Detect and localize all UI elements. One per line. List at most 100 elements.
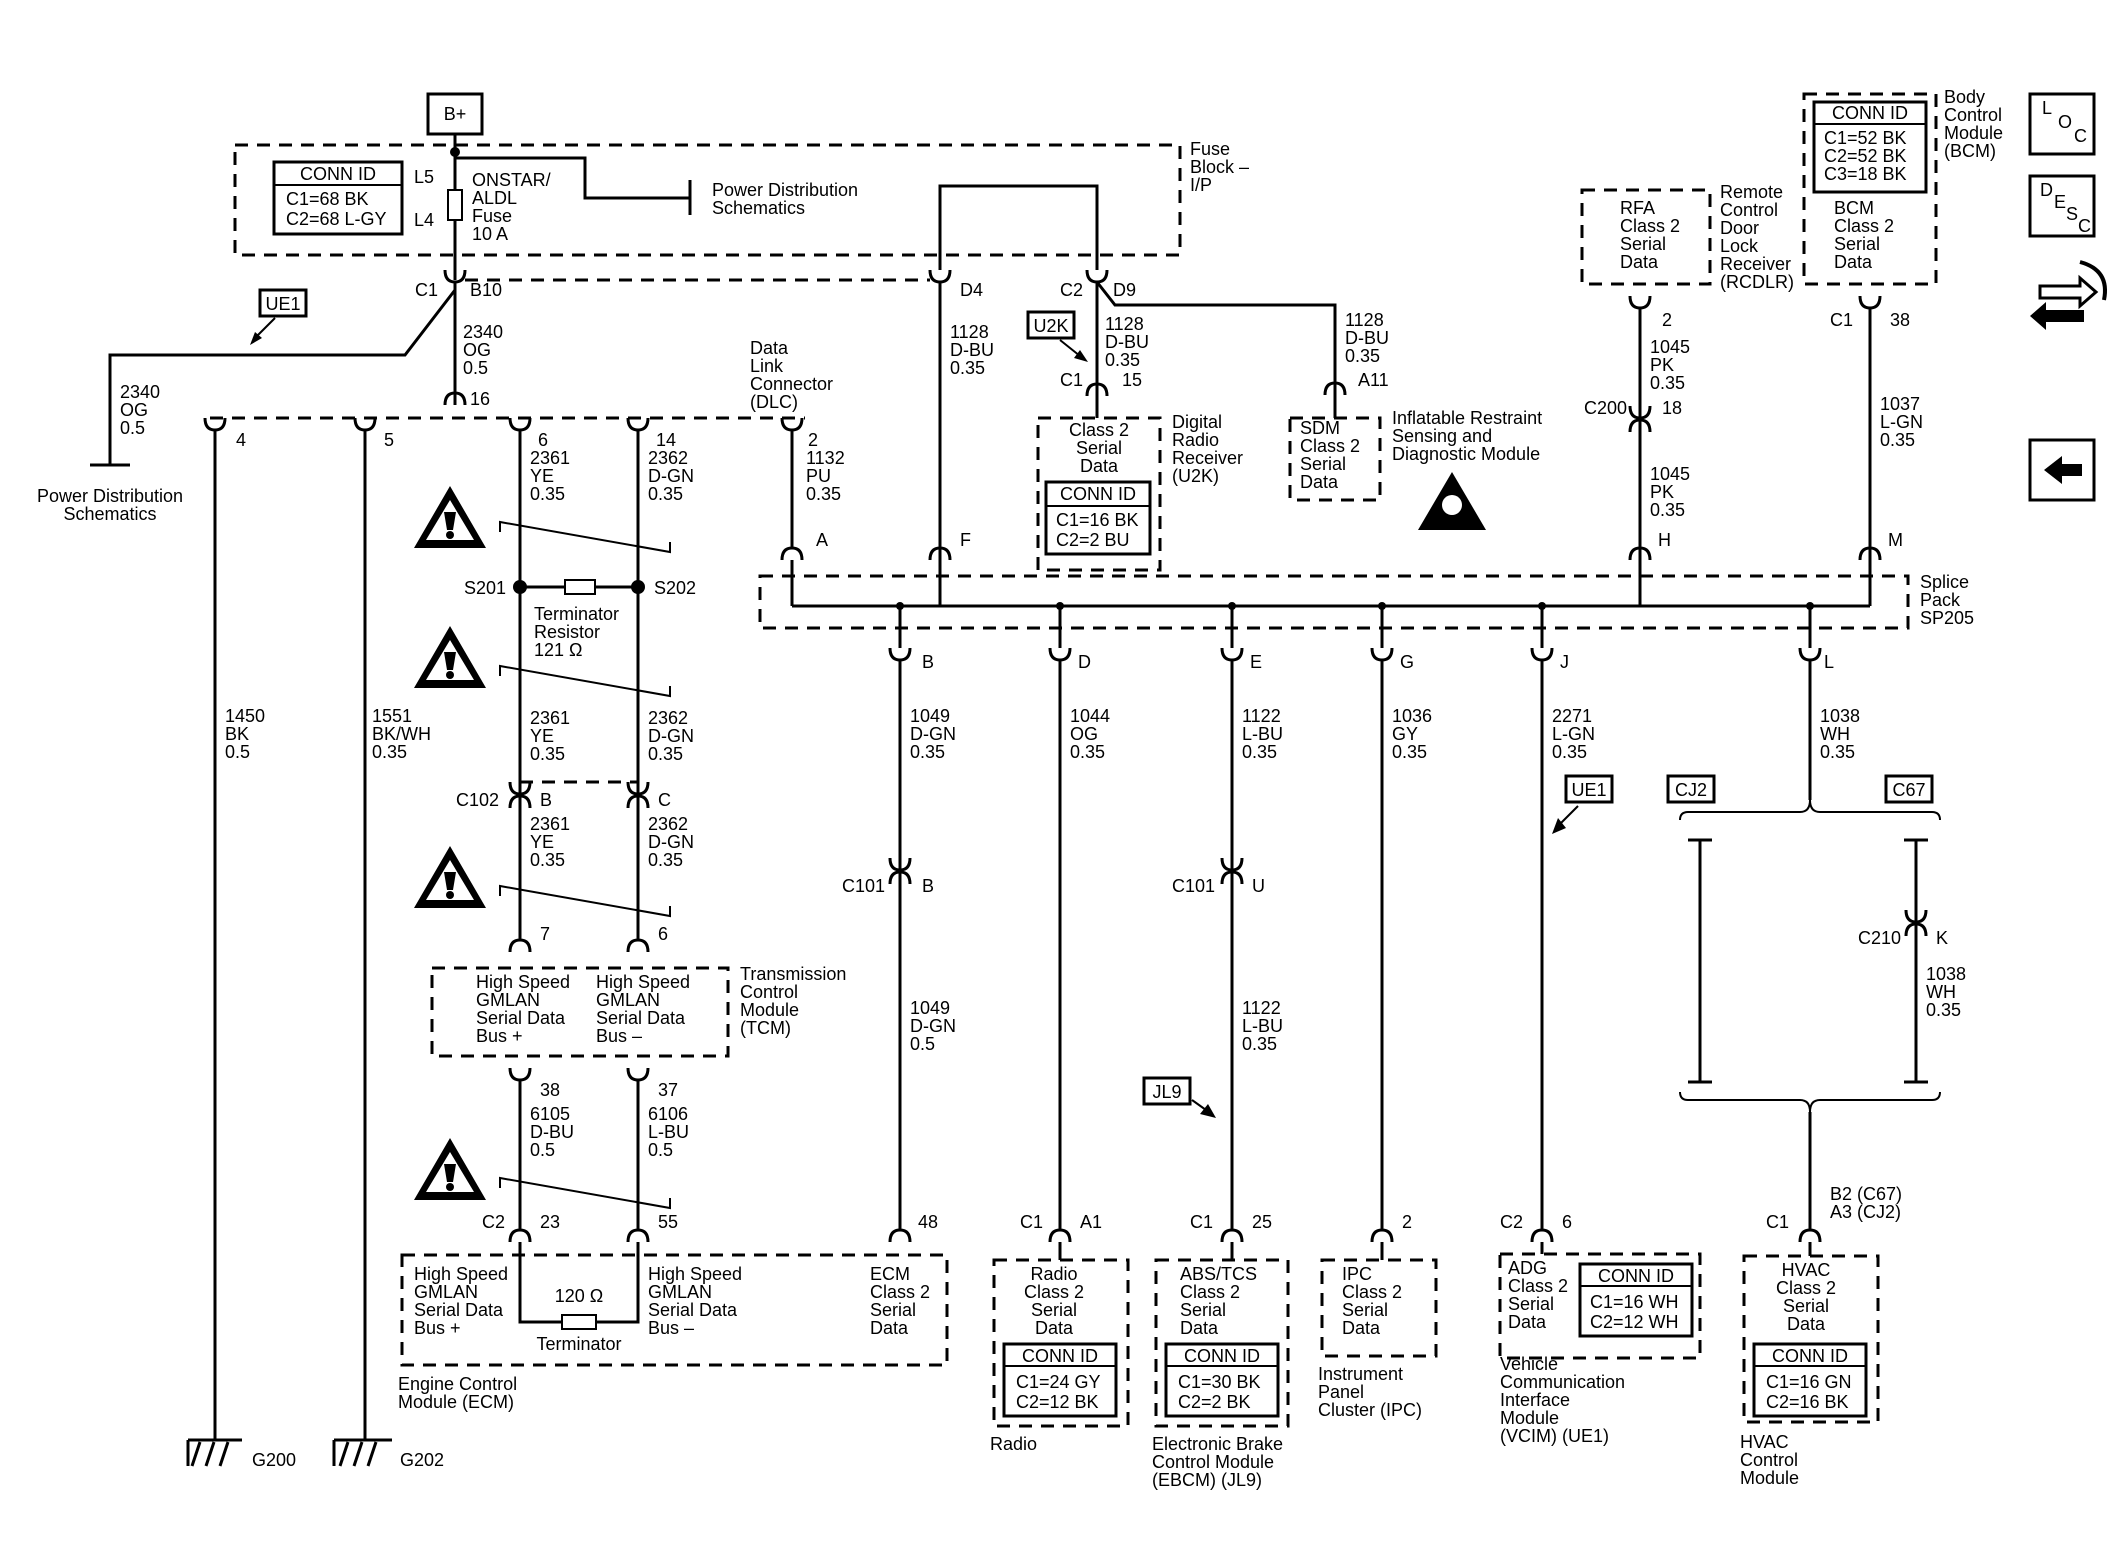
tag-ue1[interactable]	[258, 288, 308, 318]
svg-text:0.35: 0.35	[1392, 742, 1427, 762]
svg-text:Data: Data	[870, 1318, 909, 1338]
svg-text:S: S	[2066, 204, 2078, 224]
svg-text:C1=16 WH: C1=16 WH	[1590, 1292, 1679, 1312]
warning-icon	[414, 1138, 486, 1200]
svg-text:ALDL: ALDL	[472, 188, 517, 208]
svg-text:D-BU: D-BU	[1345, 328, 1389, 348]
svg-text:L-GN: L-GN	[1552, 724, 1595, 744]
svg-text:(DLC): (DLC)	[750, 392, 798, 412]
svg-text:Serial Data: Serial Data	[414, 1300, 504, 1320]
svg-text:BCM: BCM	[1834, 198, 1874, 218]
tag-c67[interactable]	[1884, 774, 1934, 804]
svg-text:C2=68 L-GY: C2=68 L-GY	[286, 209, 387, 229]
svg-text:48: 48	[918, 1212, 938, 1232]
splice-connector	[1048, 647, 1072, 662]
svg-text:Data: Data	[1300, 472, 1339, 492]
svg-text:C1: C1	[1766, 1212, 1789, 1232]
svg-text:25: 25	[1252, 1212, 1272, 1232]
svg-text:C3=18 BK: C3=18 BK	[1824, 164, 1907, 184]
svg-text:15: 15	[1122, 370, 1142, 390]
svg-text:D: D	[2040, 180, 2053, 200]
svg-text:Class 2: Class 2	[1300, 436, 1360, 456]
svg-text:C2=16 BK: C2=16 BK	[1766, 1392, 1849, 1412]
splice-pack-sp205	[758, 574, 1910, 630]
svg-text:C2=2 BU: C2=2 BU	[1056, 530, 1130, 550]
svg-text:CONN ID: CONN ID	[1184, 1346, 1260, 1366]
svg-text:120 Ω: 120 Ω	[555, 1286, 604, 1306]
svg-text:C: C	[658, 790, 671, 810]
svg-text:G: G	[1400, 652, 1414, 672]
svg-text:38: 38	[1890, 310, 1910, 330]
fuse-pds-link[interactable]: Power Distribution	[712, 180, 858, 200]
svg-text:1037: 1037	[1880, 394, 1920, 414]
svg-text:Class 2: Class 2	[1342, 1282, 1402, 1302]
desc-button[interactable]: D E S C	[2028, 174, 2096, 238]
svg-text:0.35: 0.35	[1070, 742, 1105, 762]
svg-text:IPC: IPC	[1342, 1264, 1372, 1284]
svg-text:Receiver: Receiver	[1172, 448, 1243, 468]
svg-text:C200: C200	[1584, 398, 1627, 418]
svg-text:6105: 6105	[530, 1104, 570, 1124]
svg-text:1038: 1038	[1926, 964, 1966, 984]
svg-text:Cluster (IPC): Cluster (IPC)	[1318, 1400, 1422, 1420]
svg-text:Data: Data	[1787, 1314, 1826, 1334]
svg-text:1036: 1036	[1392, 706, 1432, 726]
airbag-warning-icon	[1418, 472, 1486, 530]
svg-text:D4: D4	[960, 280, 983, 300]
svg-text:0.35: 0.35	[1242, 1034, 1277, 1054]
back-button[interactable]	[2028, 438, 2096, 502]
svg-text:6: 6	[658, 924, 668, 944]
svg-text:BK/WH: BK/WH	[372, 724, 431, 744]
svg-text:CONN ID: CONN ID	[1772, 1346, 1848, 1366]
svg-text:C102: C102	[456, 790, 499, 810]
svg-text:High Speed: High Speed	[596, 972, 690, 992]
svg-text:C1: C1	[415, 280, 438, 300]
loc-button[interactable]: L O C	[2028, 92, 2096, 156]
svg-text:0.35: 0.35	[1242, 742, 1277, 762]
tag-cj2[interactable]	[1666, 774, 1716, 804]
connector-swap-icon[interactable]	[2030, 260, 2107, 330]
svg-text:C2=12 WH: C2=12 WH	[1590, 1312, 1679, 1332]
svg-text:High Speed: High Speed	[414, 1264, 508, 1284]
svg-text:D-GN: D-GN	[910, 1016, 956, 1036]
svg-text:G202: G202	[400, 1450, 444, 1470]
svg-text:GMLAN: GMLAN	[596, 990, 660, 1010]
svg-text:Serial: Serial	[1834, 234, 1880, 254]
fuse-block-label: Fuse	[1190, 139, 1230, 159]
fuse-block-conn-id	[272, 160, 404, 236]
svg-text:0.35: 0.35	[1552, 742, 1587, 762]
svg-text:SP205: SP205	[1920, 608, 1974, 628]
svg-text:D-GN: D-GN	[648, 726, 694, 746]
svg-text:GMLAN: GMLAN	[414, 1282, 478, 1302]
tag-jl9[interactable]	[1142, 1076, 1192, 1106]
svg-text:Bus –: Bus –	[596, 1026, 642, 1046]
svg-text:CONN ID: CONN ID	[1832, 103, 1908, 123]
svg-text:1049: 1049	[910, 706, 950, 726]
svg-text:0.35: 0.35	[1880, 430, 1915, 450]
svg-text:Interface: Interface	[1500, 1390, 1570, 1410]
tag-u2k[interactable]	[1026, 310, 1076, 340]
svg-text:C1=52 BK: C1=52 BK	[1824, 128, 1907, 148]
svg-text:1128: 1128	[1345, 310, 1384, 330]
svg-text:Radio: Radio	[1030, 1264, 1077, 1284]
svg-text:D9: D9	[1113, 280, 1136, 300]
svg-text:(RCDLR): (RCDLR)	[1720, 272, 1794, 292]
svg-text:L-BU: L-BU	[648, 1122, 689, 1142]
svg-text:Control: Control	[1740, 1450, 1798, 1470]
svg-text:YE: YE	[530, 466, 554, 486]
svg-text:CONN ID: CONN ID	[300, 164, 376, 184]
svg-text:C1: C1	[1190, 1212, 1213, 1232]
svg-text:6: 6	[1562, 1212, 1572, 1232]
vcim-conn-id	[1578, 1262, 1694, 1338]
svg-text:0.35: 0.35	[648, 850, 683, 870]
svg-text:Terminator: Terminator	[534, 604, 619, 624]
svg-text:WH: WH	[1820, 724, 1850, 744]
svg-text:PU: PU	[806, 466, 831, 486]
svg-text:0.35: 0.35	[910, 742, 945, 762]
svg-text:Module: Module	[1944, 123, 2003, 143]
pds-link[interactable]: Power Distribution	[37, 486, 183, 506]
svg-text:16: 16	[470, 389, 490, 409]
svg-text:18: 18	[1662, 398, 1682, 418]
svg-text:1045: 1045	[1650, 337, 1690, 357]
tag-ue1-vcim[interactable]	[1564, 774, 1614, 804]
